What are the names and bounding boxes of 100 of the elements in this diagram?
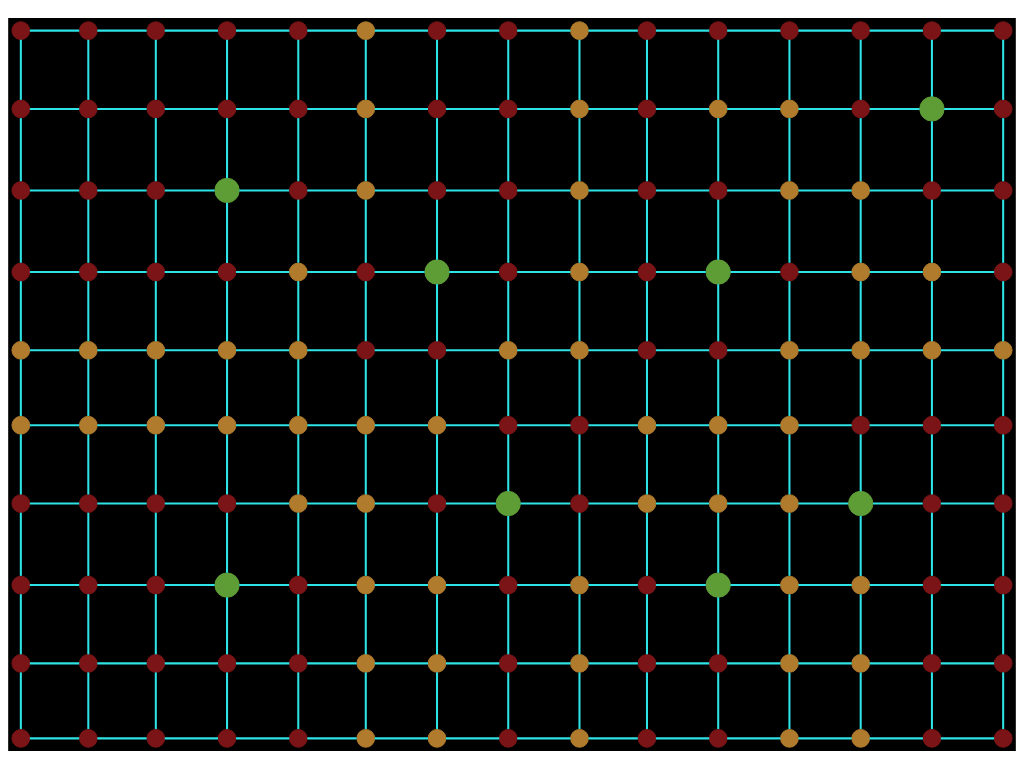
- node-circle: [217, 728, 237, 748]
- connector: [297, 593, 300, 654]
- node-circle: [356, 653, 376, 673]
- connector: [930, 512, 933, 576]
- connector: [859, 39, 862, 100]
- node-circle: [637, 493, 657, 513]
- connector: [1002, 199, 1005, 263]
- connector: [859, 280, 862, 341]
- connector: [87, 512, 90, 576]
- connector: [374, 188, 428, 191]
- connector: [788, 199, 791, 263]
- connector: [29, 29, 80, 32]
- connector: [154, 199, 157, 263]
- connector: [445, 188, 500, 191]
- connector: [436, 671, 439, 729]
- connector: [164, 107, 219, 110]
- connector: [235, 502, 290, 505]
- node-circle: [498, 575, 518, 594]
- connector: [307, 661, 357, 664]
- connector: [788, 39, 791, 100]
- node-circle: [146, 20, 166, 40]
- connector: [97, 502, 147, 505]
- connector: [717, 199, 720, 260]
- node-circle: [922, 20, 942, 40]
- node-circle: [851, 575, 871, 594]
- connector: [87, 117, 90, 181]
- connector: [154, 593, 157, 654]
- connector: [872, 502, 923, 505]
- node-circle: [570, 415, 589, 435]
- connector: [798, 348, 852, 351]
- connector: [29, 423, 80, 426]
- connector: [235, 736, 290, 739]
- connector: [645, 671, 648, 729]
- connector: [798, 736, 852, 739]
- connector: [226, 358, 229, 416]
- node-circle: [708, 99, 728, 118]
- node-circle: [993, 99, 1013, 118]
- connector: [164, 29, 219, 32]
- connector: [859, 199, 862, 263]
- node-circle: [217, 99, 237, 118]
- connector: [655, 661, 710, 664]
- node-circle: [356, 340, 376, 360]
- node-circle: [427, 653, 447, 673]
- connector: [374, 270, 425, 273]
- node-circle: [780, 180, 799, 200]
- node-circle: [780, 262, 799, 281]
- node-circle: [356, 575, 376, 594]
- connector: [374, 29, 428, 32]
- connector: [727, 736, 781, 739]
- connector: [859, 358, 862, 416]
- node-circle: [146, 340, 166, 360]
- node-circle: [780, 728, 799, 748]
- node-circle: [570, 20, 589, 40]
- connector: [436, 283, 439, 341]
- connector: [87, 358, 90, 416]
- node-circle: [11, 415, 31, 435]
- node-circle: [919, 95, 945, 122]
- connector: [930, 199, 933, 263]
- connector: [1002, 117, 1005, 181]
- node-circle: [146, 493, 166, 513]
- node-circle: [708, 728, 728, 748]
- connector: [226, 117, 229, 178]
- connector: [226, 596, 229, 654]
- connector: [859, 433, 862, 491]
- node-circle: [570, 340, 589, 360]
- connector: [364, 358, 367, 416]
- node-circle: [288, 575, 308, 594]
- node-circle: [851, 99, 871, 118]
- connector: [364, 280, 367, 341]
- connector: [164, 270, 219, 273]
- connector: [727, 188, 781, 191]
- connector: [730, 583, 781, 586]
- connector: [29, 583, 80, 586]
- connector: [930, 280, 933, 341]
- connector: [655, 270, 706, 273]
- node-circle: [498, 340, 518, 360]
- node-circle: [851, 262, 871, 281]
- node-circle: [11, 20, 31, 40]
- connector: [578, 671, 581, 729]
- node-circle: [993, 728, 1013, 748]
- connector: [445, 423, 500, 426]
- connector: [578, 199, 581, 263]
- node-circle: [498, 415, 518, 435]
- connector: [1002, 39, 1005, 100]
- connector: [645, 199, 648, 263]
- node-circle: [922, 493, 942, 513]
- connector: [588, 502, 638, 505]
- connector: [798, 423, 852, 426]
- connector: [97, 270, 147, 273]
- connector: [507, 280, 510, 341]
- node-circle: [570, 262, 589, 281]
- node-circle: [427, 728, 447, 748]
- node-circle: [146, 575, 166, 594]
- connector: [29, 188, 80, 191]
- connector: [727, 423, 781, 426]
- node-circle: [288, 728, 308, 748]
- connector: [97, 348, 147, 351]
- connector: [374, 583, 428, 586]
- connector: [374, 423, 428, 426]
- node-circle: [424, 258, 450, 285]
